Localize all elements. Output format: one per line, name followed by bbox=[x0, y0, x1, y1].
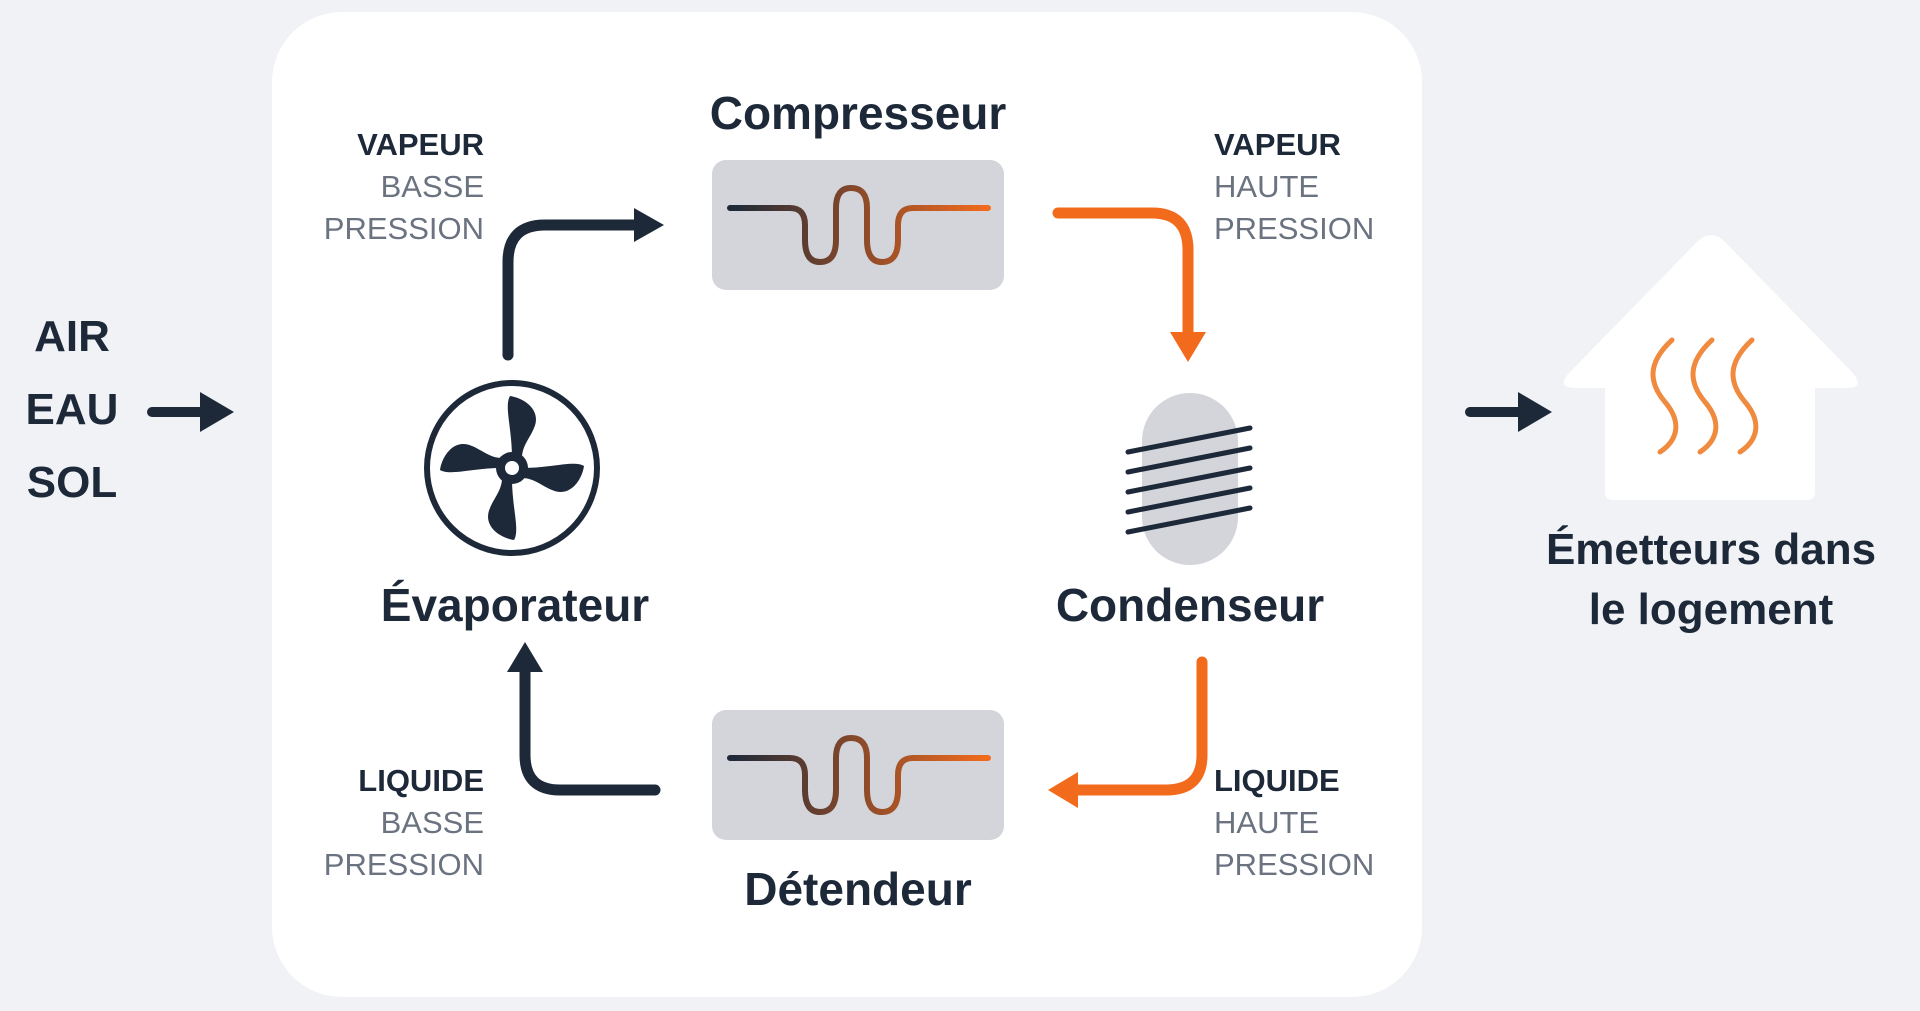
compressor-label: Compresseur bbox=[709, 87, 1007, 139]
state-top-right-phase: VAPEUR bbox=[1214, 127, 1341, 162]
state-top-left: VAPEUR BASSE PRESSION bbox=[284, 124, 484, 250]
emitters-label-line1: Émetteurs dans bbox=[1545, 525, 1877, 574]
wave-pipe-icon bbox=[727, 735, 991, 815]
heat-sources: AIR EAU SOL bbox=[22, 300, 122, 519]
state-bottom-left: LIQUIDE BASSE PRESSION bbox=[284, 760, 484, 886]
source-sol: SOL bbox=[26, 458, 118, 507]
state-top-right: VAPEUR HAUTE PRESSION bbox=[1214, 124, 1414, 250]
expansion-valve-box bbox=[712, 710, 1004, 840]
heat-waves-icon bbox=[1650, 337, 1759, 455]
input-arrow-icon bbox=[147, 392, 234, 432]
coil-icon bbox=[1125, 393, 1253, 565]
state-bottom-left-line2: PRESSION bbox=[323, 847, 484, 882]
house-icon bbox=[1563, 235, 1858, 500]
wave-pipe-icon bbox=[727, 185, 991, 265]
state-bottom-left-phase: LIQUIDE bbox=[358, 763, 484, 798]
compressor-box bbox=[712, 160, 1004, 290]
arrow-to-evaporator-icon bbox=[507, 642, 661, 796]
evaporator-label: Évaporateur bbox=[380, 579, 650, 631]
fan-icon bbox=[424, 380, 600, 556]
state-bottom-right: LIQUIDE HAUTE PRESSION bbox=[1214, 760, 1414, 886]
state-bottom-right-line1: HAUTE bbox=[1214, 805, 1320, 840]
state-bottom-left-line1: BASSE bbox=[380, 805, 484, 840]
arrow-to-condenser-icon bbox=[1052, 207, 1206, 362]
emitters-label-line2: le logement bbox=[1588, 585, 1834, 634]
source-air: AIR bbox=[34, 312, 110, 361]
arrow-to-expansion-valve-icon bbox=[1048, 656, 1208, 808]
output-arrow-icon bbox=[1465, 392, 1552, 432]
state-top-left-line1: BASSE bbox=[380, 169, 484, 204]
state-top-right-line2: PRESSION bbox=[1214, 211, 1375, 246]
source-eau: EAU bbox=[25, 385, 119, 434]
state-top-left-line2: PRESSION bbox=[323, 211, 484, 246]
emitters-label: Émetteurs dans le logement bbox=[1516, 520, 1906, 640]
state-bottom-right-phase: LIQUIDE bbox=[1214, 763, 1340, 798]
expansion-valve-label: Détendeur bbox=[744, 863, 972, 915]
state-top-right-line1: HAUTE bbox=[1214, 169, 1320, 204]
state-bottom-right-line2: PRESSION bbox=[1214, 847, 1375, 882]
condenser-label: Condenseur bbox=[1055, 579, 1325, 631]
arrow-to-compressor-icon bbox=[502, 208, 664, 361]
state-top-left-phase: VAPEUR bbox=[357, 127, 484, 162]
